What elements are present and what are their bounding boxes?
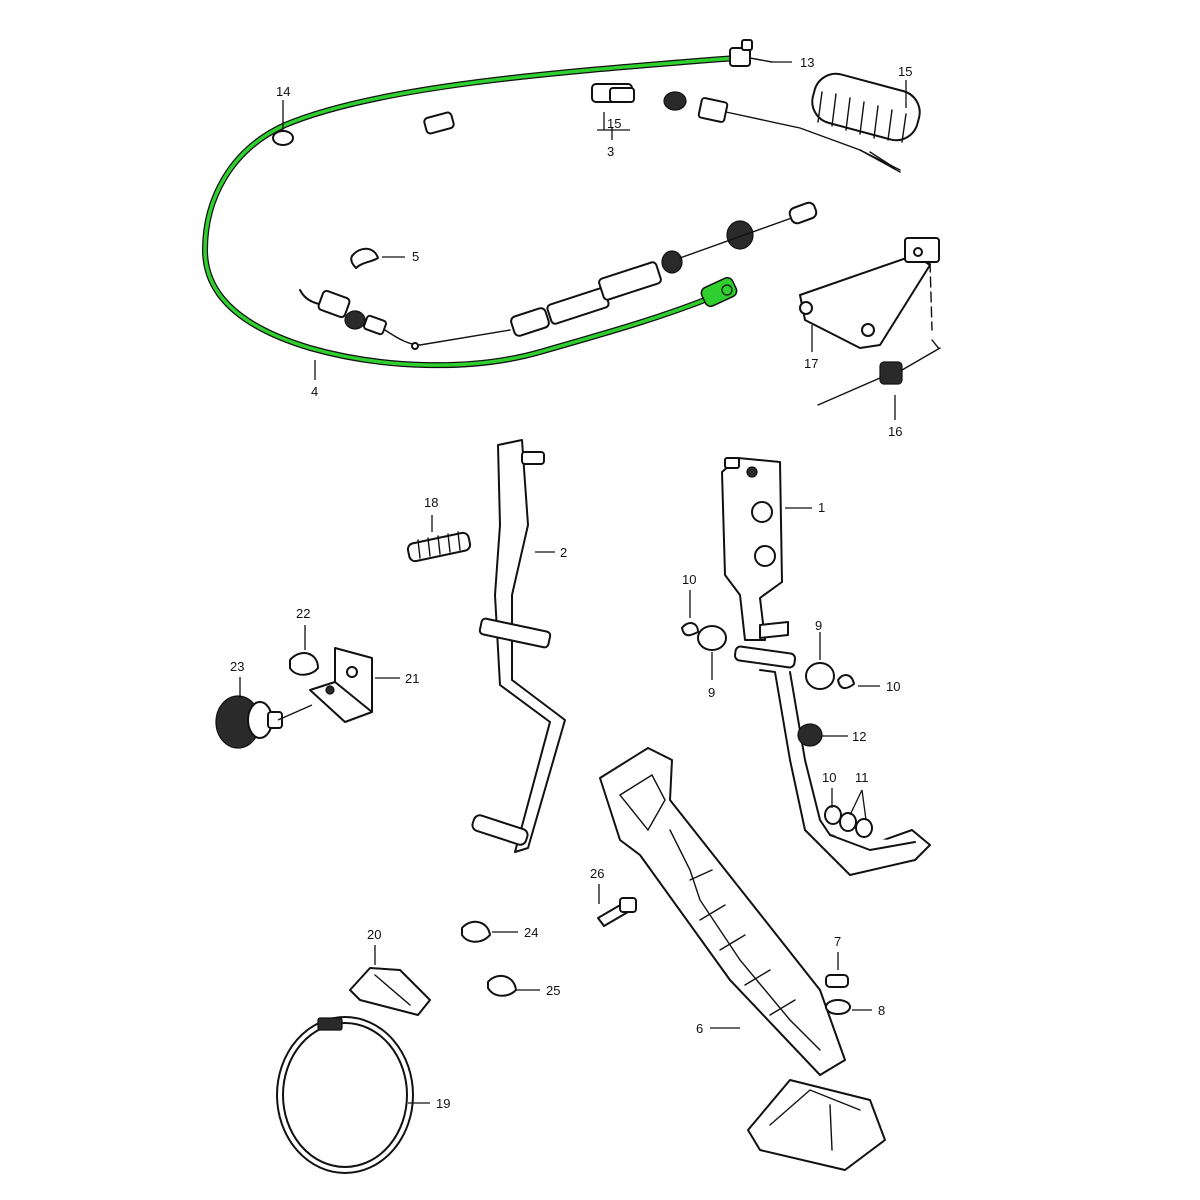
callout-7: 7	[834, 934, 841, 949]
callout-11: 11	[855, 770, 869, 785]
callout-15-top: 15	[898, 64, 912, 79]
cable-4-end-fitting	[700, 276, 738, 308]
callout-1: 1	[818, 500, 825, 515]
part-24-clip[interactable]	[461, 920, 491, 943]
part-22-clip[interactable]	[289, 652, 319, 676]
part-23-bushing[interactable]	[215, 695, 283, 749]
callout-21: 21	[405, 671, 419, 686]
callout-8: 8	[878, 1003, 885, 1018]
cable-part-4-highlighted[interactable]	[201, 55, 739, 369]
part-1-bracket[interactable]	[721, 457, 789, 641]
callout-5: 5	[412, 249, 419, 264]
part-21-bracket[interactable]	[309, 647, 373, 723]
callout-18: 18	[424, 495, 438, 510]
leader-lines	[239, 61, 907, 1104]
callout-26: 26	[590, 866, 604, 881]
callout-25: 25	[546, 983, 560, 998]
part-5-clip[interactable]	[350, 247, 379, 269]
part-2-pedal-arm[interactable]	[471, 439, 566, 853]
callout-6: 6	[696, 1021, 703, 1036]
cable-4-core	[203, 56, 737, 367]
callout-15-mid: 15	[607, 116, 621, 131]
callout-13: 13	[800, 55, 814, 70]
callout-10-lower: 10	[822, 770, 836, 785]
callout-14: 14	[276, 84, 290, 99]
callout-23: 23	[230, 659, 244, 674]
part-13-fitting[interactable]	[729, 39, 773, 67]
callout-12: 12	[852, 729, 866, 744]
part-25-clip[interactable]	[487, 974, 517, 997]
callout-19: 19	[436, 1096, 450, 1111]
callout-labels: 13 14 15 15 3 5 4 17 16 1 2 18 10 9 9 10…	[230, 55, 912, 1111]
callout-22: 22	[296, 606, 310, 621]
part-18-spring[interactable]	[406, 531, 472, 563]
callout-24: 24	[524, 925, 538, 940]
callout-9-left: 9	[708, 685, 715, 700]
callout-17: 17	[804, 356, 818, 371]
callout-3: 3	[607, 144, 614, 159]
part-15-sleeve[interactable]	[807, 69, 924, 145]
part-17-bracket[interactable]	[799, 237, 941, 351]
cable-part-3[interactable]	[285, 83, 901, 292]
callout-2: 2	[560, 545, 567, 560]
callout-10-left: 10	[682, 572, 696, 587]
part-16-spring[interactable]	[817, 347, 941, 406]
part-19-clamp[interactable]	[276, 1016, 414, 1174]
callout-9-right: 9	[815, 618, 822, 633]
callout-16: 16	[888, 424, 902, 439]
callout-10-right: 10	[886, 679, 900, 694]
callout-20: 20	[367, 927, 381, 942]
callout-4: 4	[311, 384, 318, 399]
part-26-bolt[interactable]	[597, 897, 637, 927]
accelerator-rod[interactable]	[681, 622, 931, 876]
part-6-pedal[interactable]	[599, 747, 886, 1171]
cable-lower-assembly[interactable]	[299, 201, 818, 350]
part-20-pad[interactable]	[349, 967, 431, 1016]
part-14-ring[interactable]	[272, 130, 294, 146]
